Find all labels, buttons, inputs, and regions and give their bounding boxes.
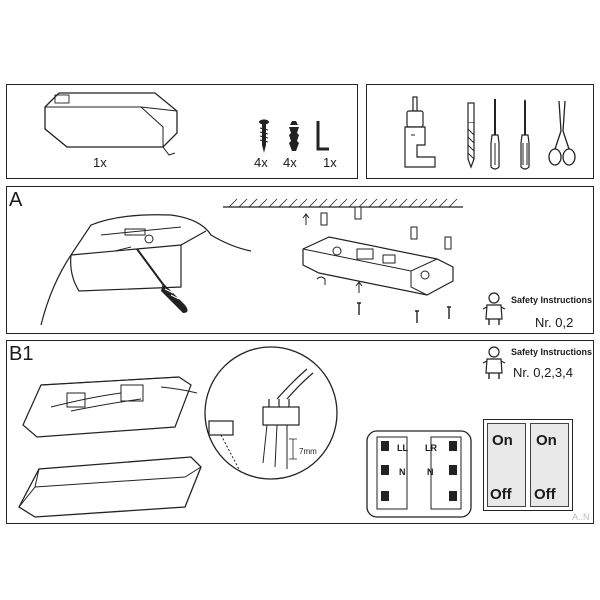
housing-illustration <box>44 92 178 156</box>
wiring-zoom-circle <box>204 346 338 480</box>
fixture-cover-illustration <box>18 456 202 518</box>
switch-panel: On On Off Off <box>483 419 573 511</box>
safety-title-a: Safety Instructions <box>511 295 593 305</box>
switch-on-right: On <box>536 432 557 449</box>
housing-quantity: 1x <box>93 155 107 170</box>
terminal-n-right: N <box>427 467 434 477</box>
ceiling-hatch <box>223 198 463 208</box>
safety-title-b1: Safety Instructions <box>511 347 593 357</box>
terminal-block-diagram <box>366 430 472 518</box>
safety-number-b1: Nr. 0,2,3,4 <box>513 365 573 380</box>
step-b1-label: B1 <box>9 343 34 365</box>
switch-on-left: On <box>492 432 513 449</box>
screw-quantity: 4x <box>254 155 268 170</box>
wire-length-label: 7mm <box>299 447 317 456</box>
switch-right <box>530 423 569 507</box>
safety-person-icon-b1 <box>482 346 506 379</box>
watermark: A..N <box>572 512 590 522</box>
step-b1-panel: B1 7mm LL LR <box>6 340 594 524</box>
dowel-quantity: 4x <box>283 155 297 170</box>
step-a-label: A <box>9 189 23 211</box>
housing-detail-illustration <box>40 214 252 326</box>
wall-dowel-icon <box>289 121 299 151</box>
switch-left <box>487 423 526 507</box>
open-fixture-illustration <box>22 376 198 438</box>
key-quantity: 1x <box>323 155 337 170</box>
phillips-screwdriver-icon <box>520 99 530 170</box>
switch-off-right: Off <box>534 486 556 503</box>
screwdriver-in-use <box>136 248 188 313</box>
step-a-panel: A <box>6 186 594 334</box>
switch-off-left: Off <box>490 486 512 503</box>
screw-icon <box>259 119 269 153</box>
parts-panel: 1x 4x 4x 1x <box>6 84 358 179</box>
drill-icon <box>404 96 436 168</box>
tools-panel <box>366 84 594 179</box>
terminal-ll: LL <box>397 443 408 453</box>
terminal-n-left: N <box>399 467 406 477</box>
wire-stripper-icon <box>548 100 576 166</box>
flat-screwdriver-icon <box>490 99 500 170</box>
safety-number-a: Nr. 0,2 <box>535 315 574 330</box>
drill-bit-icon <box>467 102 475 169</box>
mounting-plate-illustration <box>302 206 454 323</box>
allen-key-icon <box>316 121 329 151</box>
terminal-lr: LR <box>425 443 437 453</box>
safety-person-icon <box>482 292 506 325</box>
